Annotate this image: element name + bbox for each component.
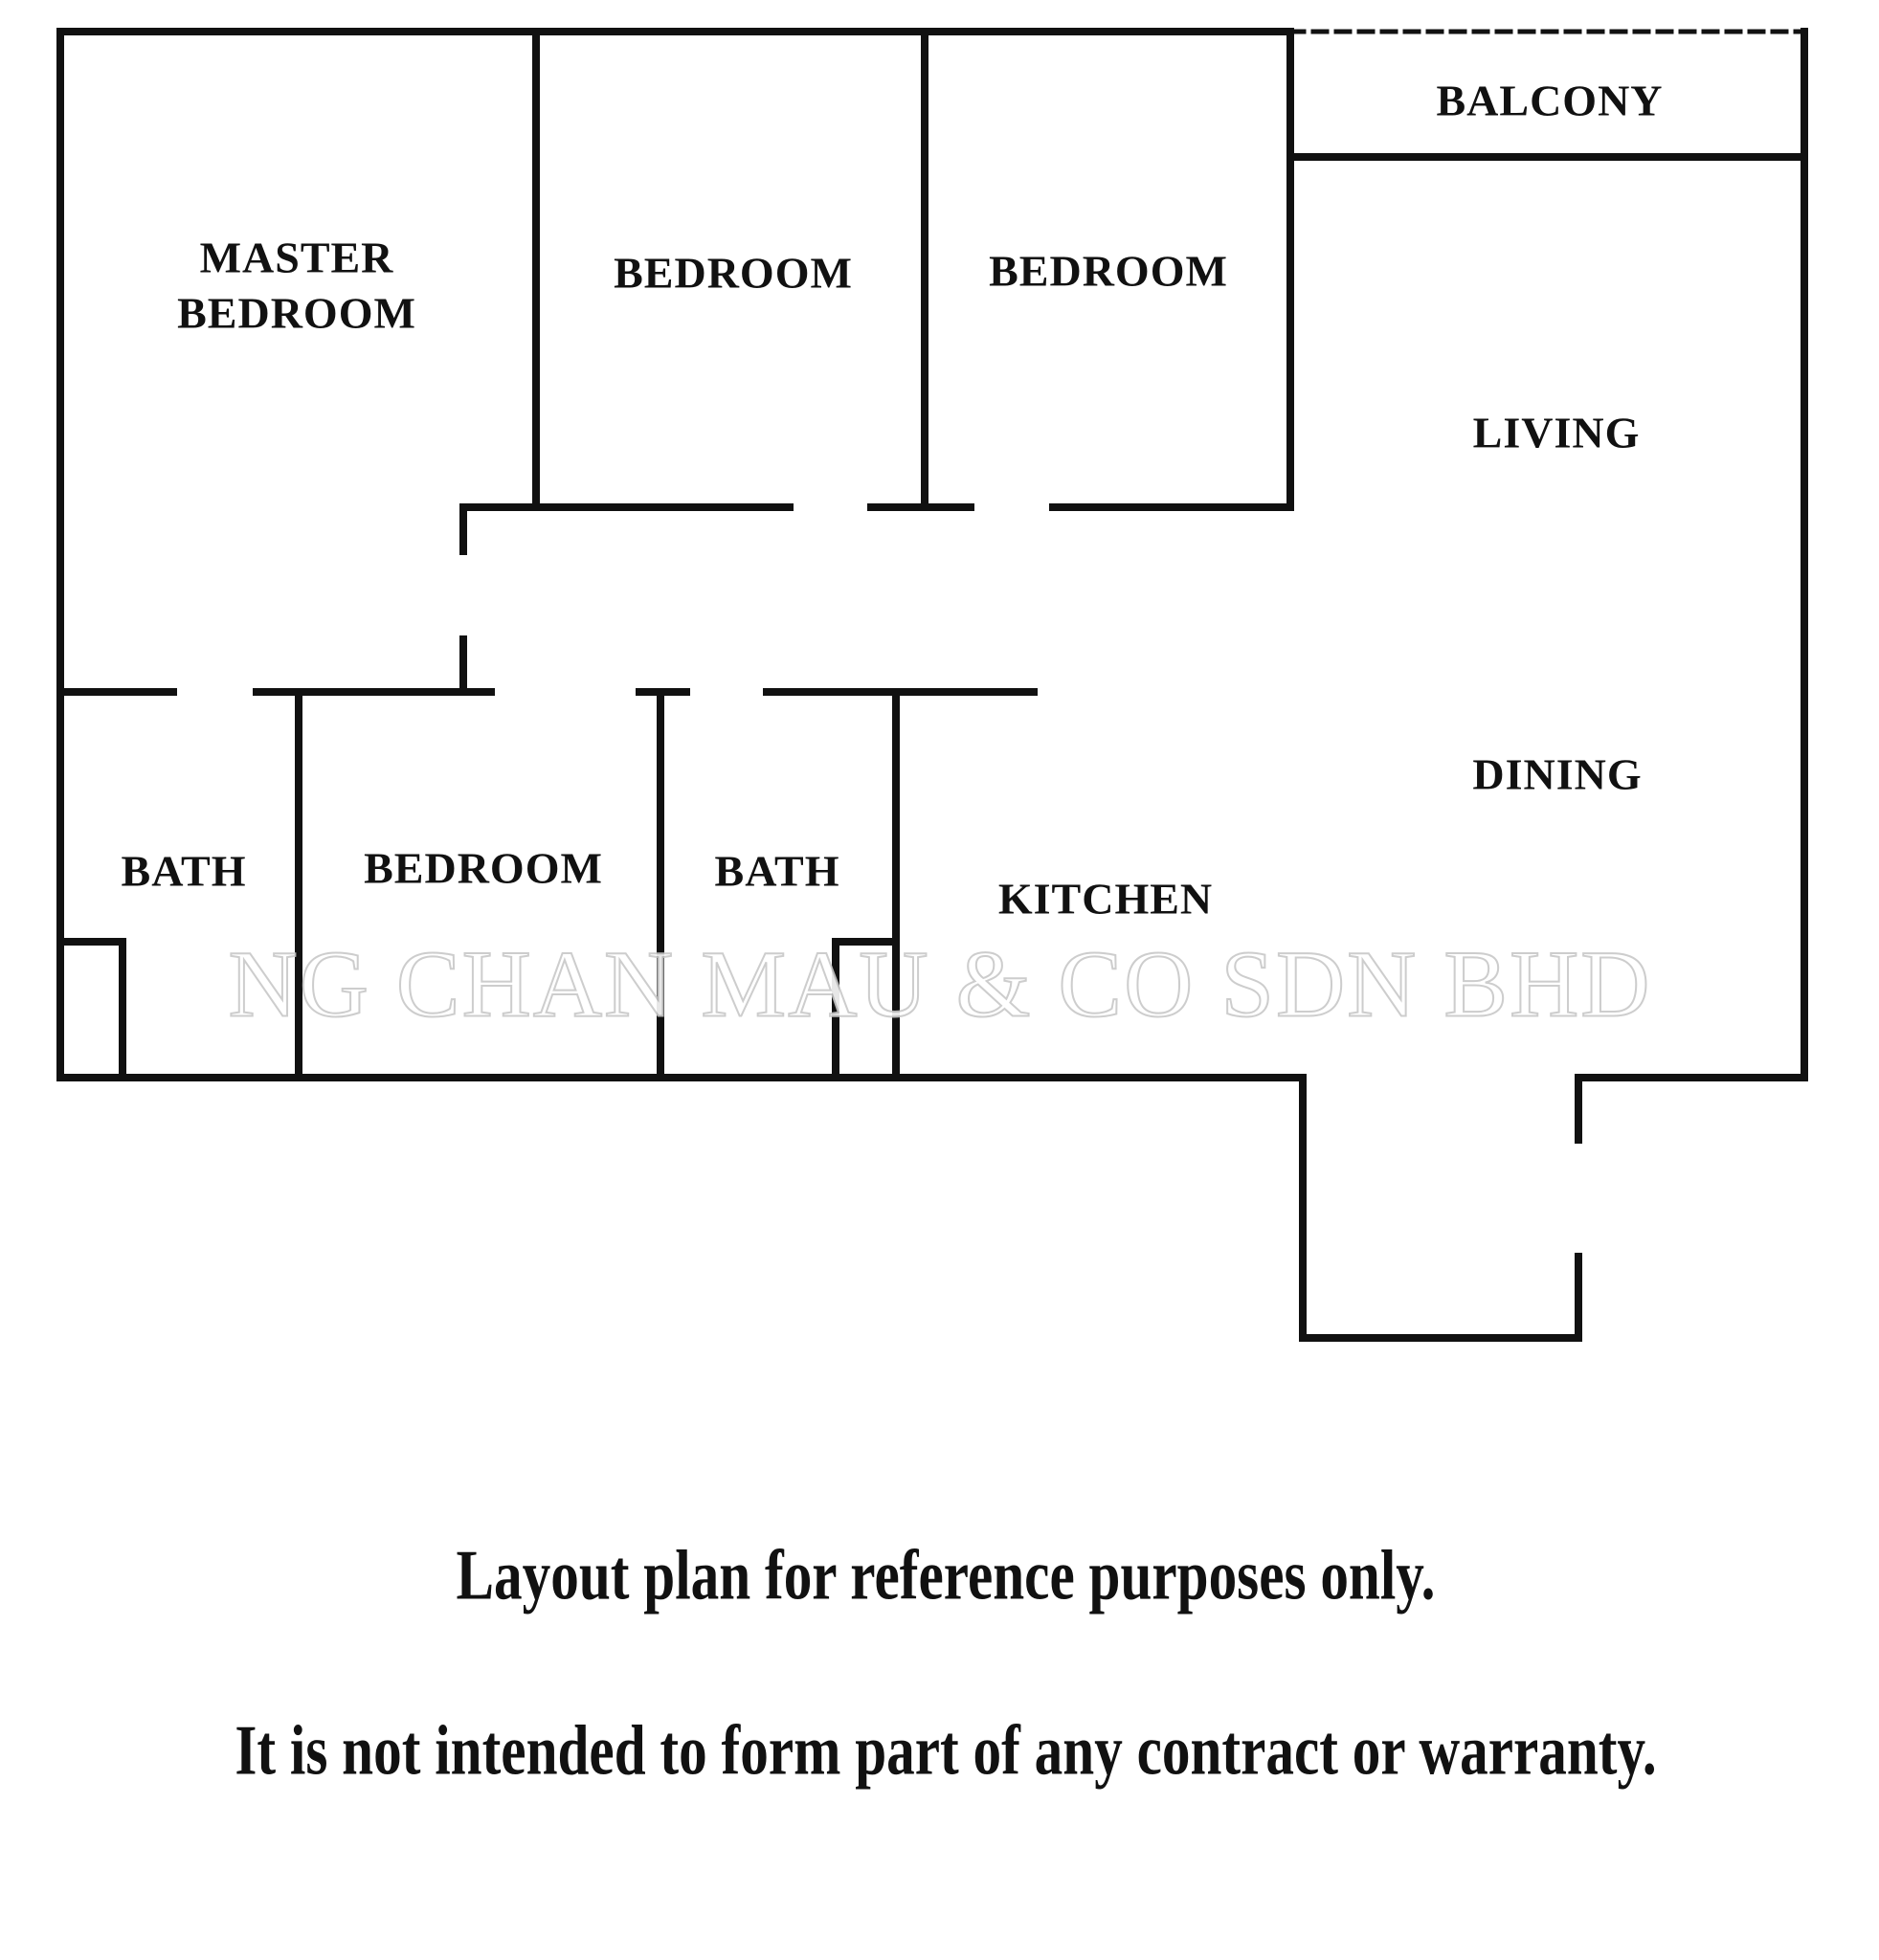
room-label-dining: DINING — [1472, 749, 1643, 799]
room-label-bedroom-3: BEDROOM — [364, 843, 603, 893]
master-bedroom-line1: MASTER — [199, 233, 394, 282]
room-label-master-bedroom: MASTER BEDROOM — [177, 231, 416, 341]
room-label-balcony: BALCONY — [1436, 76, 1664, 125]
disclaimer-line-2: It is not intended to form part of any c… — [235, 1711, 1657, 1791]
closet-bath-1 — [56, 938, 126, 1081]
disclaimer-line-1: Layout plan for reference purposes only. — [456, 1536, 1436, 1615]
watermark: NG CHAN MAU & CO SDN BHD — [227, 930, 1652, 1038]
room-label-bedroom-1: BEDROOM — [614, 248, 853, 298]
room-label-bedroom-2: BEDROOM — [989, 246, 1228, 296]
room-label-living: LIVING — [1472, 408, 1641, 457]
room-label-kitchen: KITCHEN — [997, 874, 1214, 924]
room-label-bath-2: BATH — [714, 846, 840, 896]
master-bedroom-line2: BEDROOM — [177, 288, 416, 337]
closet-bath-2 — [832, 938, 900, 1081]
room-label-bath-1: BATH — [121, 846, 247, 896]
